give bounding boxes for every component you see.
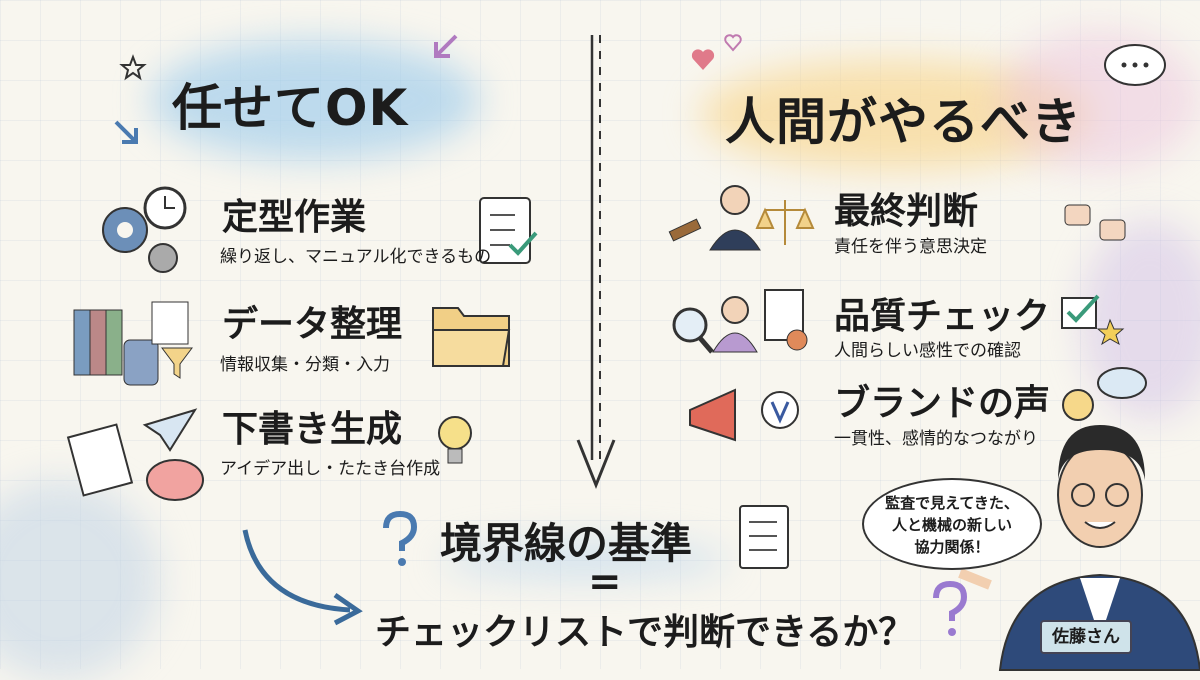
question-mark-icon [383, 510, 418, 566]
folder-icon [432, 307, 511, 367]
watercolor-bottom [440, 540, 730, 580]
equals-sign: = [588, 559, 622, 605]
speech-line: 人と機械の新しい [891, 516, 1012, 534]
arrow-icon [434, 34, 458, 58]
right-item-sub: 一貫性、感情的なつながり [834, 429, 1038, 449]
left-item-sub: アイデア出し・たたき台作成 [220, 459, 441, 479]
question-mark-icon [933, 580, 968, 636]
clipboard-check-icon [479, 197, 538, 264]
divider-arrow [576, 35, 616, 490]
heart-icon [724, 34, 742, 52]
watercolor-blue [150, 40, 480, 160]
left-item-heading: 下書き生成 [222, 409, 403, 450]
left-item-heading: 定型作業 [222, 197, 367, 238]
right-item-sub: 責任を伴う意思決定 [834, 237, 987, 257]
magnifier-certificate-icon [672, 289, 808, 354]
criteria-heading: 境界線の基準 [440, 519, 693, 568]
binders-database-icon [73, 301, 193, 386]
checklist-icon [739, 505, 789, 569]
thumbs-icon [1064, 204, 1126, 241]
speech-line: 協力関係！ [914, 538, 990, 556]
paper-plane-brain-icon [66, 408, 204, 501]
judge-scales-icon [668, 185, 815, 251]
left-item-sub: 情報収集・分類・入力 [220, 355, 390, 375]
watercolor-green [0, 480, 160, 680]
watercolor-pink [1000, 30, 1200, 170]
smile-chat-icon [1062, 367, 1147, 421]
left-item-heading: データ整理 [222, 304, 403, 345]
name-plate: 佐藤さん [1040, 620, 1132, 654]
left-item-sub: 繰り返し、マニュアル化できるもの [220, 247, 492, 267]
lightbulb-icon [438, 416, 472, 464]
right-item-heading: 品質チェック [834, 296, 1051, 337]
right-title: 人間がやるべき [725, 93, 1082, 151]
speech-line: 監査で見えてきた、 [885, 494, 1019, 512]
right-item-sub: 人間らしい感性での確認 [834, 341, 1021, 361]
right-item-heading: ブランドの声 [834, 383, 1051, 424]
check-star-icon [1061, 294, 1125, 346]
star-icon [119, 54, 147, 81]
right-item-heading: 最終判断 [834, 191, 979, 232]
arrow-icon [114, 120, 138, 144]
criteria-question: チェックリストで判断できるか？ [375, 612, 915, 653]
watercolor-yellow [700, 60, 1090, 170]
curved-arrow-icon [242, 529, 363, 626]
speech-ellipsis-icon [1104, 44, 1166, 86]
heart-icon [691, 49, 715, 70]
gears-clock-icon [102, 186, 187, 273]
megaphone-icon [689, 388, 799, 442]
left-title: 任せてOK [172, 79, 409, 137]
speech-bubble: 監査で見えてきた、 人と機械の新しい 協力関係！ [862, 478, 1042, 570]
